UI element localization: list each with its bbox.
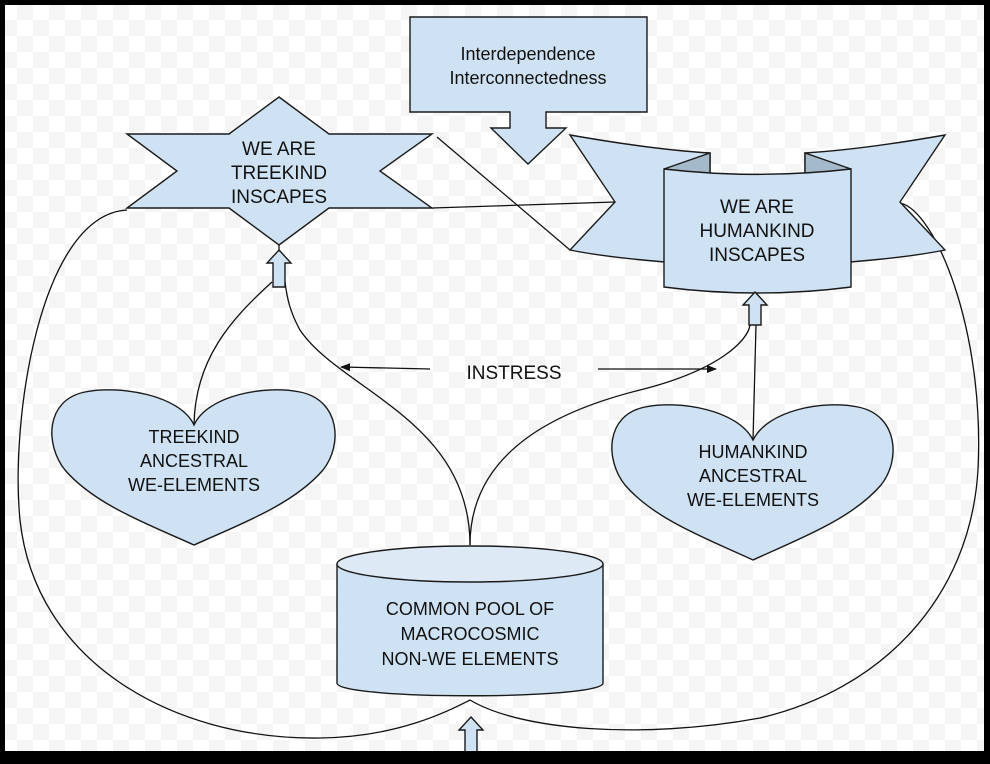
frame-border-bottom xyxy=(0,751,990,764)
treekind-heart-line-2: ANCESTRAL xyxy=(140,451,248,471)
pool-line-1: COMMON POOL OF xyxy=(386,599,554,619)
connector-humankind-heart xyxy=(752,324,757,441)
common-pool-cylinder: COMMON POOL OF MACROCOSMIC NON-WE ELEMEN… xyxy=(336,545,604,697)
humankind-ancestral-heart: HUMANKIND ANCESTRAL WE-ELEMENTS xyxy=(611,404,894,561)
humankind-up-arrow-icon xyxy=(741,290,769,326)
star-line-2: TREEKIND xyxy=(231,163,327,184)
banner-line-3: INSCAPES xyxy=(709,245,805,266)
connector-star-to-banner-a xyxy=(431,201,616,209)
pool-line-2: MACROCOSMIC xyxy=(401,624,540,644)
humankind-heart-line-3: WE-ELEMENTS xyxy=(687,490,819,510)
humankind-inscapes-banner: WE ARE HUMANKIND INSCAPES xyxy=(568,134,947,294)
treekind-up-arrow-icon xyxy=(265,248,293,288)
callout-line-1: Interdependence xyxy=(460,44,595,64)
connector-left-loop xyxy=(17,209,471,739)
humankind-heart-line-1: HUMANKIND xyxy=(698,442,807,462)
star-line-3: INSCAPES xyxy=(231,187,327,208)
banner-line-2: HUMANKIND xyxy=(699,221,814,242)
treekind-heart-line-1: TREEKIND xyxy=(148,427,239,447)
treekind-inscapes-star: WE ARE TREEKIND INSCAPES xyxy=(124,96,435,246)
pool-line-3: NON-WE ELEMENTS xyxy=(381,649,558,669)
star-line-1: WE ARE xyxy=(242,139,316,160)
frame-border-left xyxy=(0,0,5,764)
instress-label: INSTRESS xyxy=(466,363,561,384)
connector-right-loop xyxy=(469,202,980,731)
humankind-heart-line-2: ANCESTRAL xyxy=(699,466,807,486)
connector-pool-to-banner xyxy=(469,324,751,546)
interdependence-callout: Interdependence Interconnectedness xyxy=(409,16,648,165)
connector-treekind-heart xyxy=(193,281,273,426)
callout-line-2: Interconnectedness xyxy=(449,68,606,88)
treekind-heart-line-3: WE-ELEMENTS xyxy=(128,475,260,495)
treekind-ancestral-heart: TREEKIND ANCESTRAL WE-ELEMENTS xyxy=(51,389,336,546)
frame-border-right xyxy=(984,0,990,764)
connector-star-to-banner-b xyxy=(436,136,571,251)
frame-border-top xyxy=(0,0,990,5)
banner-line-1: WE ARE xyxy=(720,197,794,218)
bottom-up-arrow-icon xyxy=(457,715,485,753)
instress-arrow-left xyxy=(340,363,431,372)
